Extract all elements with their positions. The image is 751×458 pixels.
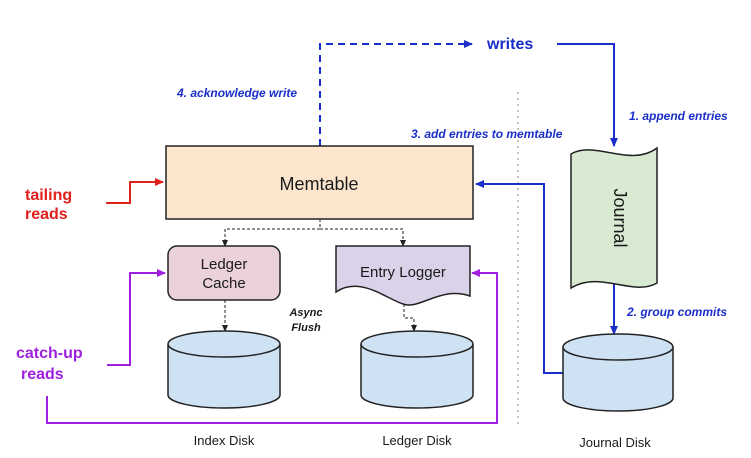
journal-shape [570, 146, 658, 290]
acknowledge-write-label: 4. acknowledge write [176, 86, 297, 100]
group-commits-label: 2. group commits [626, 305, 727, 319]
entry-logger-shape [335, 245, 471, 306]
memtable-box [165, 145, 474, 220]
ledger-cache-box [167, 245, 281, 301]
entry-logger-flush-arrow [403, 304, 417, 332]
add-entries-label: 3. add entries to memtable [411, 127, 563, 141]
ledger-cache-label-line1: Ledger [201, 256, 248, 273]
memtable-label: Memtable [279, 174, 358, 194]
catchup-reads-label-line2: reads [21, 366, 64, 383]
index-disk-label: Index Disk [194, 433, 255, 448]
tailing-reads-label-line1: tailing [25, 187, 72, 204]
journal-disk-cylinder [562, 333, 674, 412]
async-flush-label-line1: Async [288, 307, 322, 319]
index-disk-cylinder [167, 330, 281, 409]
catchup-reads-to-ledger-cache-arrow [107, 269, 166, 366]
catchup-reads-label-line1: catch-up [16, 345, 83, 362]
append-entries-label: 1. append entries [629, 109, 728, 123]
async-flush-label-line2: Flush [291, 322, 321, 334]
tailing-reads-arrow [106, 178, 164, 204]
acknowledge-write-arrow [319, 40, 473, 146]
memtable-flush-line [222, 219, 321, 247]
catchup-reads-to-entry-logger-arrow [46, 269, 498, 424]
ledger-disk-label: Ledger Disk [382, 433, 452, 448]
add-entries-arrow [475, 180, 563, 374]
journal-label: Journal [610, 188, 630, 247]
writes-label: writes [486, 36, 533, 53]
tailing-reads-label-line2: reads [25, 206, 68, 223]
append-entries-arrow [557, 43, 618, 147]
journal-disk-label: Journal Disk [579, 435, 651, 450]
ledger-cache-label-line2: Cache [202, 275, 245, 292]
ledger-disk-cylinder [360, 330, 474, 409]
memtable-flush-line-right [320, 228, 406, 247]
entry-logger-label: Entry Logger [360, 264, 446, 281]
